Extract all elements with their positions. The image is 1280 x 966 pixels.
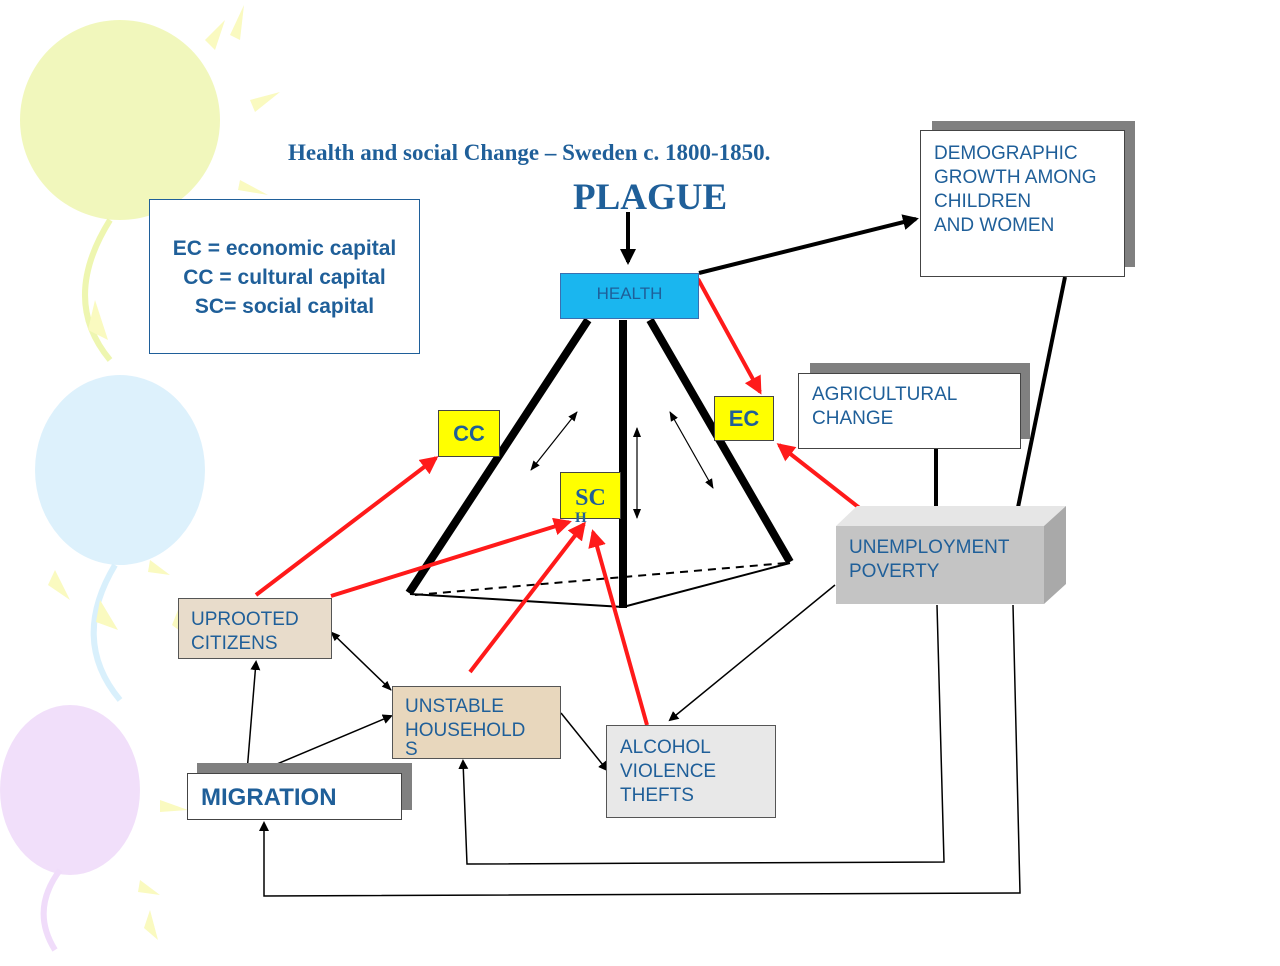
node-line: CHANGE <box>812 408 894 429</box>
arrow-unstable-alcohol <box>560 712 609 772</box>
arrow-health-demographic <box>698 214 919 275</box>
arrow-uprooted-unstable <box>330 631 392 691</box>
arrow-uprooted-sc <box>330 517 572 598</box>
node-line: AGRICULTURAL <box>812 384 958 405</box>
arrow-unemployment-alcohol <box>668 584 836 722</box>
plague-label: PLAGUE <box>573 177 728 218</box>
demographic-node: DEMOGRAPHIC GROWTH AMONG CHILDREN AND WO… <box>920 130 1125 277</box>
node-line: UNEMPLOYMENT <box>849 537 1010 558</box>
node-line: DEMOGRAPHIC <box>934 143 1078 164</box>
arrow-health-ec <box>696 278 762 395</box>
alcohol-node: ALCOHOL VIOLENCE THEFTS <box>606 725 776 818</box>
sc-label-tail: H <box>575 510 587 526</box>
agricultural-node: AGRICULTURAL CHANGE <box>798 373 1021 449</box>
arrow-alcohol-sc <box>588 529 649 726</box>
legend-box: EC = economic capital CC = cultural capi… <box>149 199 420 354</box>
arrow-migration-uprooted <box>246 660 261 773</box>
ec-node: EC <box>714 396 774 441</box>
yellow-balloon-icon <box>20 5 280 362</box>
node-line: THEFTS <box>620 785 694 806</box>
node-line: ALCOHOL <box>620 737 711 758</box>
node-line: VIOLENCE <box>620 761 717 782</box>
node-line: UNSTABLE <box>405 696 504 717</box>
health-node: HEALTH <box>560 273 699 319</box>
legend-line: EC = economic capital <box>172 237 397 260</box>
node-line: GROWTH AMONG <box>934 167 1097 188</box>
sc-node: SC H <box>560 472 621 526</box>
node-line: UPROOTED <box>191 609 299 630</box>
unemployment-node: UNEMPLOYMENT POVERTY <box>836 526 1044 604</box>
double-arrow-right <box>669 411 714 489</box>
arrow-uprooted-cc <box>254 456 439 597</box>
node-line: AND WOMEN <box>934 215 1055 236</box>
migration-node: MIGRATION <box>187 773 402 820</box>
uprooted-node: UPROOTED CITIZENS <box>178 598 332 659</box>
arrow-migration-unstable <box>257 714 393 773</box>
legend-line: SC= social capital <box>194 295 375 318</box>
pyramid-base-left <box>409 593 624 608</box>
purple-balloon-icon <box>0 705 188 952</box>
node-line: CHILDREN <box>934 191 1032 212</box>
pyramid-base-right <box>622 562 791 608</box>
cc-node: CC <box>438 410 500 457</box>
unstable-households-node: UNSTABLE HOUSEHOLD S <box>392 686 561 759</box>
arrow-unstable-sc <box>468 521 586 674</box>
arrow-unemployment-migration-loop <box>259 604 1021 897</box>
double-arrow-left <box>530 411 578 471</box>
sc-label: SC <box>575 485 606 511</box>
node-line: S <box>405 739 418 760</box>
legend-line: CC = cultural capital <box>183 266 386 289</box>
pyramid-base-back <box>414 562 787 596</box>
arrow-demographic-unemployment <box>1009 276 1067 525</box>
node-line: CITIZENS <box>191 633 278 654</box>
arrow-unemployment-unstable-loop <box>458 604 945 865</box>
node-line: HOUSEHOLD <box>405 720 526 741</box>
diagram-title: Health and social Change – Sweden c. 180… <box>288 140 771 165</box>
node-line: POVERTY <box>849 561 940 582</box>
pyramid-edge-right <box>646 317 794 565</box>
